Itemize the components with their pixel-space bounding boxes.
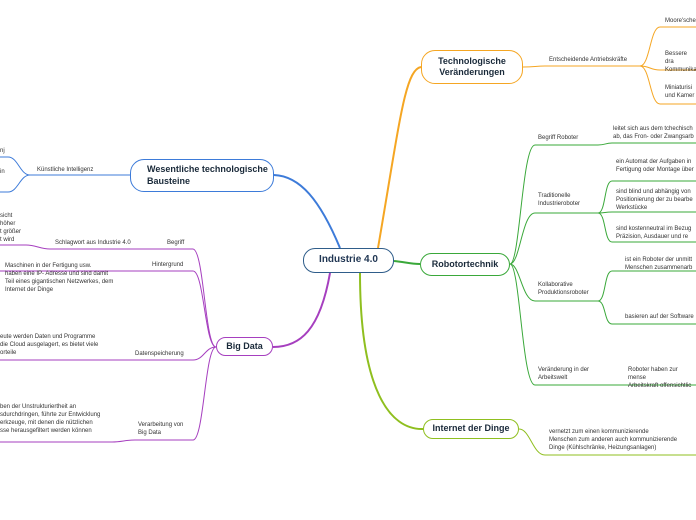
subtopic-traditionelle-roboter[interactable]: Traditionelle Industrieroboter	[538, 193, 581, 208]
subtopic-begriff-roboter[interactable]: Begriff Roboter	[538, 135, 579, 141]
subtopic-kollaborative-roboter[interactable]: Kollaborative Produktionsroboter	[538, 282, 589, 297]
note-traditionelle-3[interactable]: sind kostenneutral im Bezug Präzision, A…	[616, 226, 692, 241]
note-traditionelle-1[interactable]: ein Automat der Aufgaben in Fertigung od…	[616, 159, 694, 174]
subtopic-datenspeicherung[interactable]: Datenspeicherung	[135, 351, 184, 357]
connector-center-robot	[393, 260, 421, 265]
central-topic-label: Industrie 4.0	[319, 254, 378, 266]
topic-label: Wesentliche technologische Bausteine	[147, 164, 268, 186]
topic-label: Technologische Veränderungen	[438, 55, 506, 77]
connector-center-big	[272, 272, 331, 348]
subtopic-arbeitswelt[interactable]: Veränderung in der Arbeitswelt	[538, 367, 590, 382]
subtopic-schlagwort[interactable]: Schlagwort aus Industrie 4.0	[55, 240, 131, 246]
connector-center-bau	[273, 174, 341, 249]
central-topic[interactable]: Industrie 4.0	[303, 248, 394, 273]
subtopic-kuenstliche-intelligenz[interactable]: Künstliche Intelligenz	[37, 167, 94, 173]
topic-internet-der-dinge[interactable]: Internet der Dinge	[423, 419, 519, 439]
note-datenspeicherung[interactable]: eute werden Daten und Programme die Clou…	[0, 334, 99, 357]
note-arbeitswelt[interactable]: Roboter haben zur mense Arbeitskraft off…	[628, 367, 692, 390]
subtopic-antriebskraefte[interactable]: Entscheidende Antriebskräfte	[549, 57, 628, 63]
note-kollaborative-2[interactable]: basieren auf der Software	[625, 314, 694, 320]
subtopic-begriff[interactable]: Begriff	[167, 240, 185, 246]
subtopic-miniaturisierung[interactable]: Miniaturisi und Kamer	[665, 85, 695, 100]
note-hintergrund[interactable]: Maschinen in der Fertigung usw. haben ei…	[5, 263, 114, 294]
note-ki-fragment-1[interactable]: nj	[0, 148, 5, 154]
subtopic-verarbeitung[interactable]: Verarbeitung von Big Data	[138, 422, 184, 437]
note-ki-fragment-2[interactable]: in	[0, 169, 5, 175]
note-traditionelle-2[interactable]: sind blind und abhängig von Positionieru…	[616, 189, 693, 212]
topic-label: Internet der Dinge	[432, 423, 510, 434]
topic-technologische-veraenderungen[interactable]: Technologische Veränderungen	[421, 50, 523, 84]
connector-tech-antrieb	[522, 65, 546, 68]
connector-center-iot	[359, 272, 424, 431]
topic-label: Big Data	[226, 340, 263, 351]
connector-center-tech	[377, 66, 422, 249]
topic-label: Robotortechnik	[431, 258, 499, 269]
note-begriff-roboter[interactable]: leitet sich aus dem tchechisch ab, das F…	[613, 126, 694, 141]
subtopic-moore[interactable]: Moore'sche	[665, 18, 696, 24]
subtopic-bessere-kommunikation[interactable]: Bessere dra Kommunika	[665, 51, 696, 74]
note-internet-der-dinge[interactable]: vernetzt zum einen kommunizierende Mensc…	[549, 429, 678, 452]
topic-big-data[interactable]: Big Data	[216, 337, 273, 356]
subtopic-hintergrund[interactable]: Hintergrund	[152, 262, 184, 268]
note-schlagwort[interactable]: sicht höher t größer t wird	[0, 213, 22, 244]
topic-robotortechnik[interactable]: Robotortechnik	[420, 253, 510, 276]
note-verarbeitung[interactable]: ben der Unstrukturiertheit an sdurchdrin…	[0, 404, 101, 435]
topic-wesentliche-bausteine[interactable]: Wesentliche technologische Bausteine	[130, 159, 274, 192]
note-kollaborative-1[interactable]: ist ein Roboter der unmitt Menschen zusa…	[625, 257, 693, 272]
